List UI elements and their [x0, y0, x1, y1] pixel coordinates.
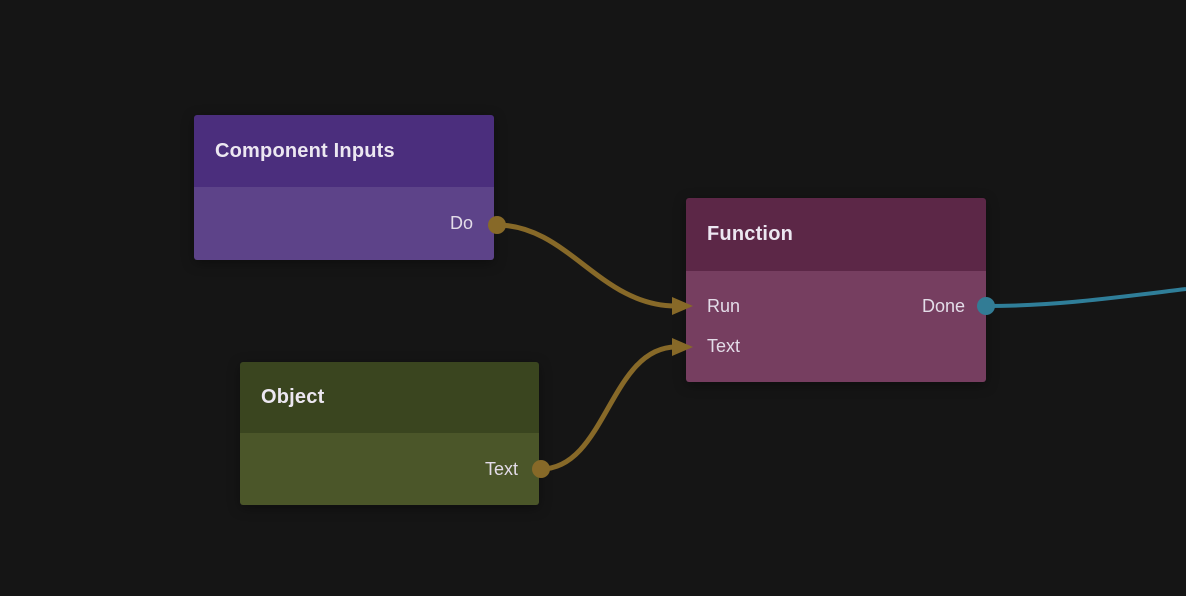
port-label: Text	[484, 458, 518, 479]
output-port-do[interactable]: Do	[194, 204, 494, 244]
wire-do-to-run[interactable]	[496, 222, 677, 309]
wire-arrowhead-run-icon	[672, 297, 693, 315]
wire-arrowhead-text-icon	[672, 338, 693, 356]
node-title: Object	[261, 386, 325, 408]
input-port-run[interactable]: Run	[707, 295, 741, 316]
wire-object-text-to-function-text[interactable]	[540, 344, 677, 472]
port-row: Run Done	[686, 286, 986, 326]
wire-done-out[interactable]	[985, 287, 1186, 308]
node-header[interactable]: Function	[686, 198, 986, 271]
node-title: Component Inputs	[215, 139, 395, 162]
node-body: Text	[240, 433, 539, 505]
node-header[interactable]: Component Inputs	[194, 115, 494, 187]
port-dot-done[interactable]	[977, 297, 995, 315]
node-header[interactable]: Object	[240, 362, 539, 433]
output-port-done[interactable]: Done	[921, 295, 965, 316]
node-body: Run Done Text	[686, 271, 986, 382]
node-function[interactable]: Function Run Done Text	[686, 198, 986, 382]
node-object[interactable]: Object Text	[240, 362, 539, 505]
node-body: Do	[194, 187, 494, 260]
port-label: Do	[449, 213, 473, 233]
output-port-text[interactable]: Text	[240, 449, 539, 489]
port-row: Text	[686, 326, 986, 366]
port-dot-object-text[interactable]	[532, 460, 550, 478]
port-dot-do[interactable]	[488, 216, 506, 234]
node-title: Function	[707, 223, 794, 245]
node-component-inputs[interactable]: Component Inputs Do	[194, 115, 494, 260]
input-port-text[interactable]: Text	[707, 335, 741, 356]
